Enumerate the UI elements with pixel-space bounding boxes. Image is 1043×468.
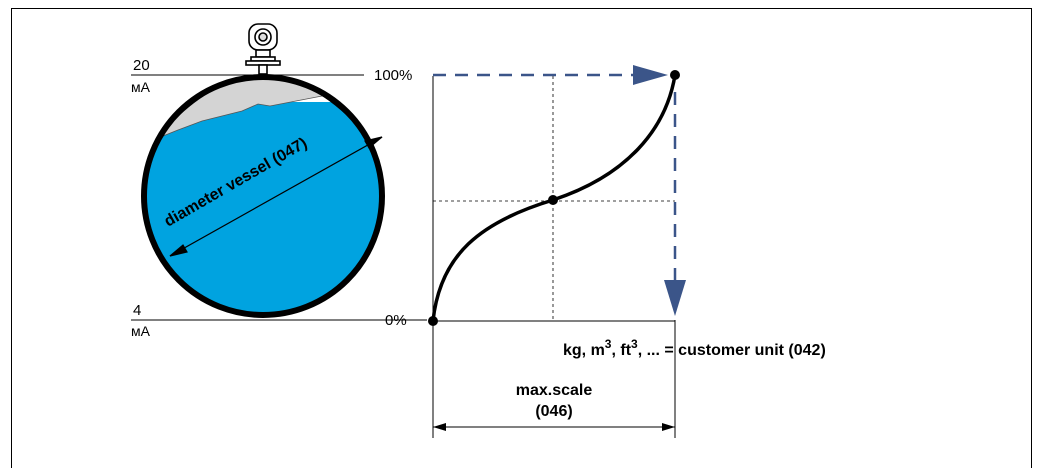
unit-arrow-head: [664, 280, 686, 316]
figure-frame: [11, 8, 1032, 468]
level-0-label: 0%: [385, 312, 407, 329]
current-4-value: 4: [133, 302, 141, 319]
level-100-label: 100%: [374, 67, 412, 84]
liquid-fill: [144, 102, 382, 315]
curve-start-point: [428, 316, 438, 326]
max-scale-param: (046): [535, 403, 572, 420]
level-transmitter-icon: [245, 23, 281, 75]
vessel-wall: [141, 74, 385, 318]
current-20-unit: мА: [131, 79, 151, 95]
linearisation-chart: [428, 65, 686, 438]
horizontal-cylindrical-vessel: [141, 74, 385, 318]
curve-end-point: [670, 70, 680, 80]
max-scale-label: max.scale: [516, 382, 593, 399]
tank-linearisation-diagram: diameter vessel (047) 20 мА 4 мА 100% 0%…: [131, 23, 826, 438]
level-arrow-head: [633, 65, 668, 85]
diameter-arrow: [169, 136, 383, 257]
curve-mid-point: [548, 195, 558, 205]
current-20-value: 20: [133, 57, 150, 74]
current-4-unit: мА: [131, 323, 151, 339]
customer-unit-label: kg, m3, ft3, ... = customer unit (042): [563, 337, 826, 359]
